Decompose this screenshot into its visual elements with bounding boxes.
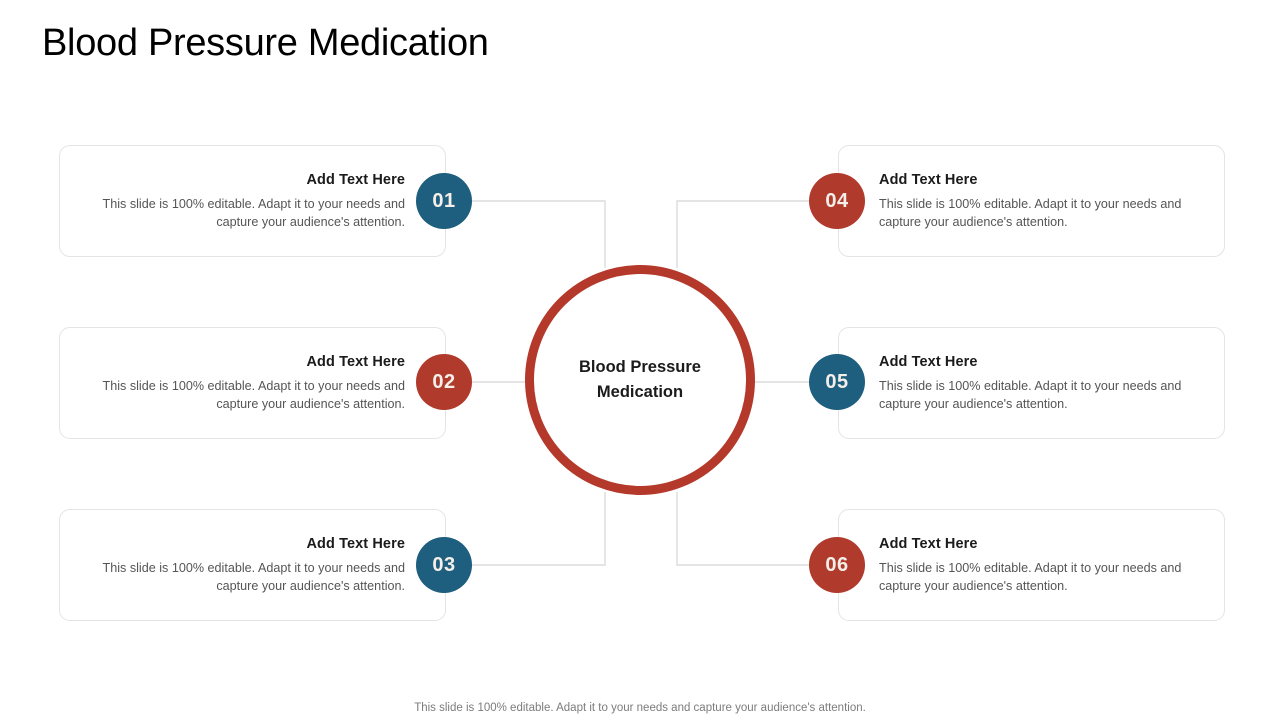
item-body-05: This slide is 100% editable. Adapt it to… [879,378,1182,411]
center-hub-label-line2: Medication [596,383,684,401]
connector-01 [472,200,606,268]
center-hub-circle[interactable]: Blood Pressure Medication [525,265,755,495]
item-card-05[interactable]: Add Text Here This slide is 100% editabl… [838,327,1225,439]
item-body-04: This slide is 100% editable. Adapt it to… [879,196,1182,229]
number-badge-05[interactable]: 05 [809,354,865,410]
item-card-02[interactable]: Add Text Here This slide is 100% editabl… [59,327,446,439]
item-body-01: This slide is 100% editable. Adapt it to… [102,196,405,229]
connector-06 [676,492,809,566]
center-hub-label: Blood Pressure Medication [555,355,725,405]
item-heading-04: Add Text Here [879,171,978,188]
item-card-03[interactable]: Add Text Here This slide is 100% editabl… [59,509,446,621]
number-badge-02[interactable]: 02 [416,354,472,410]
center-hub-label-line1: Blood Pressure [579,358,701,376]
item-body-02: This slide is 100% editable. Adapt it to… [102,378,405,411]
connector-03 [472,492,606,566]
item-card-01[interactable]: Add Text Here This slide is 100% editabl… [59,145,446,257]
connector-04 [676,200,809,268]
footer-note: This slide is 100% editable. Adapt it to… [414,702,866,714]
number-badge-04[interactable]: 04 [809,173,865,229]
item-card-04[interactable]: Add Text Here This slide is 100% editabl… [838,145,1225,257]
item-heading-05: Add Text Here [879,353,978,370]
number-badge-03[interactable]: 03 [416,537,472,593]
number-badge-06[interactable]: 06 [809,537,865,593]
item-heading-06: Add Text Here [879,535,978,552]
item-body-03: This slide is 100% editable. Adapt it to… [102,560,405,593]
item-heading-01: Add Text Here [306,171,405,188]
number-badge-01[interactable]: 01 [416,173,472,229]
item-card-06[interactable]: Add Text Here This slide is 100% editabl… [838,509,1225,621]
page-title: Blood Pressure Medication [42,22,489,64]
item-heading-03: Add Text Here [306,535,405,552]
item-heading-02: Add Text Here [306,353,405,370]
item-body-06: This slide is 100% editable. Adapt it to… [879,560,1182,593]
